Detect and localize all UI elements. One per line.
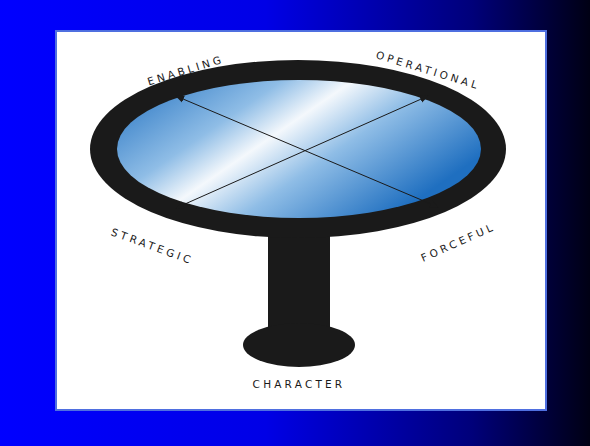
table-top [117, 80, 481, 218]
side-label: CHARACTER [253, 379, 346, 390]
arrow [176, 96, 428, 208]
table-base [243, 323, 355, 367]
arrow [176, 96, 438, 207]
table-rim [90, 60, 506, 238]
table-stem [268, 228, 330, 338]
